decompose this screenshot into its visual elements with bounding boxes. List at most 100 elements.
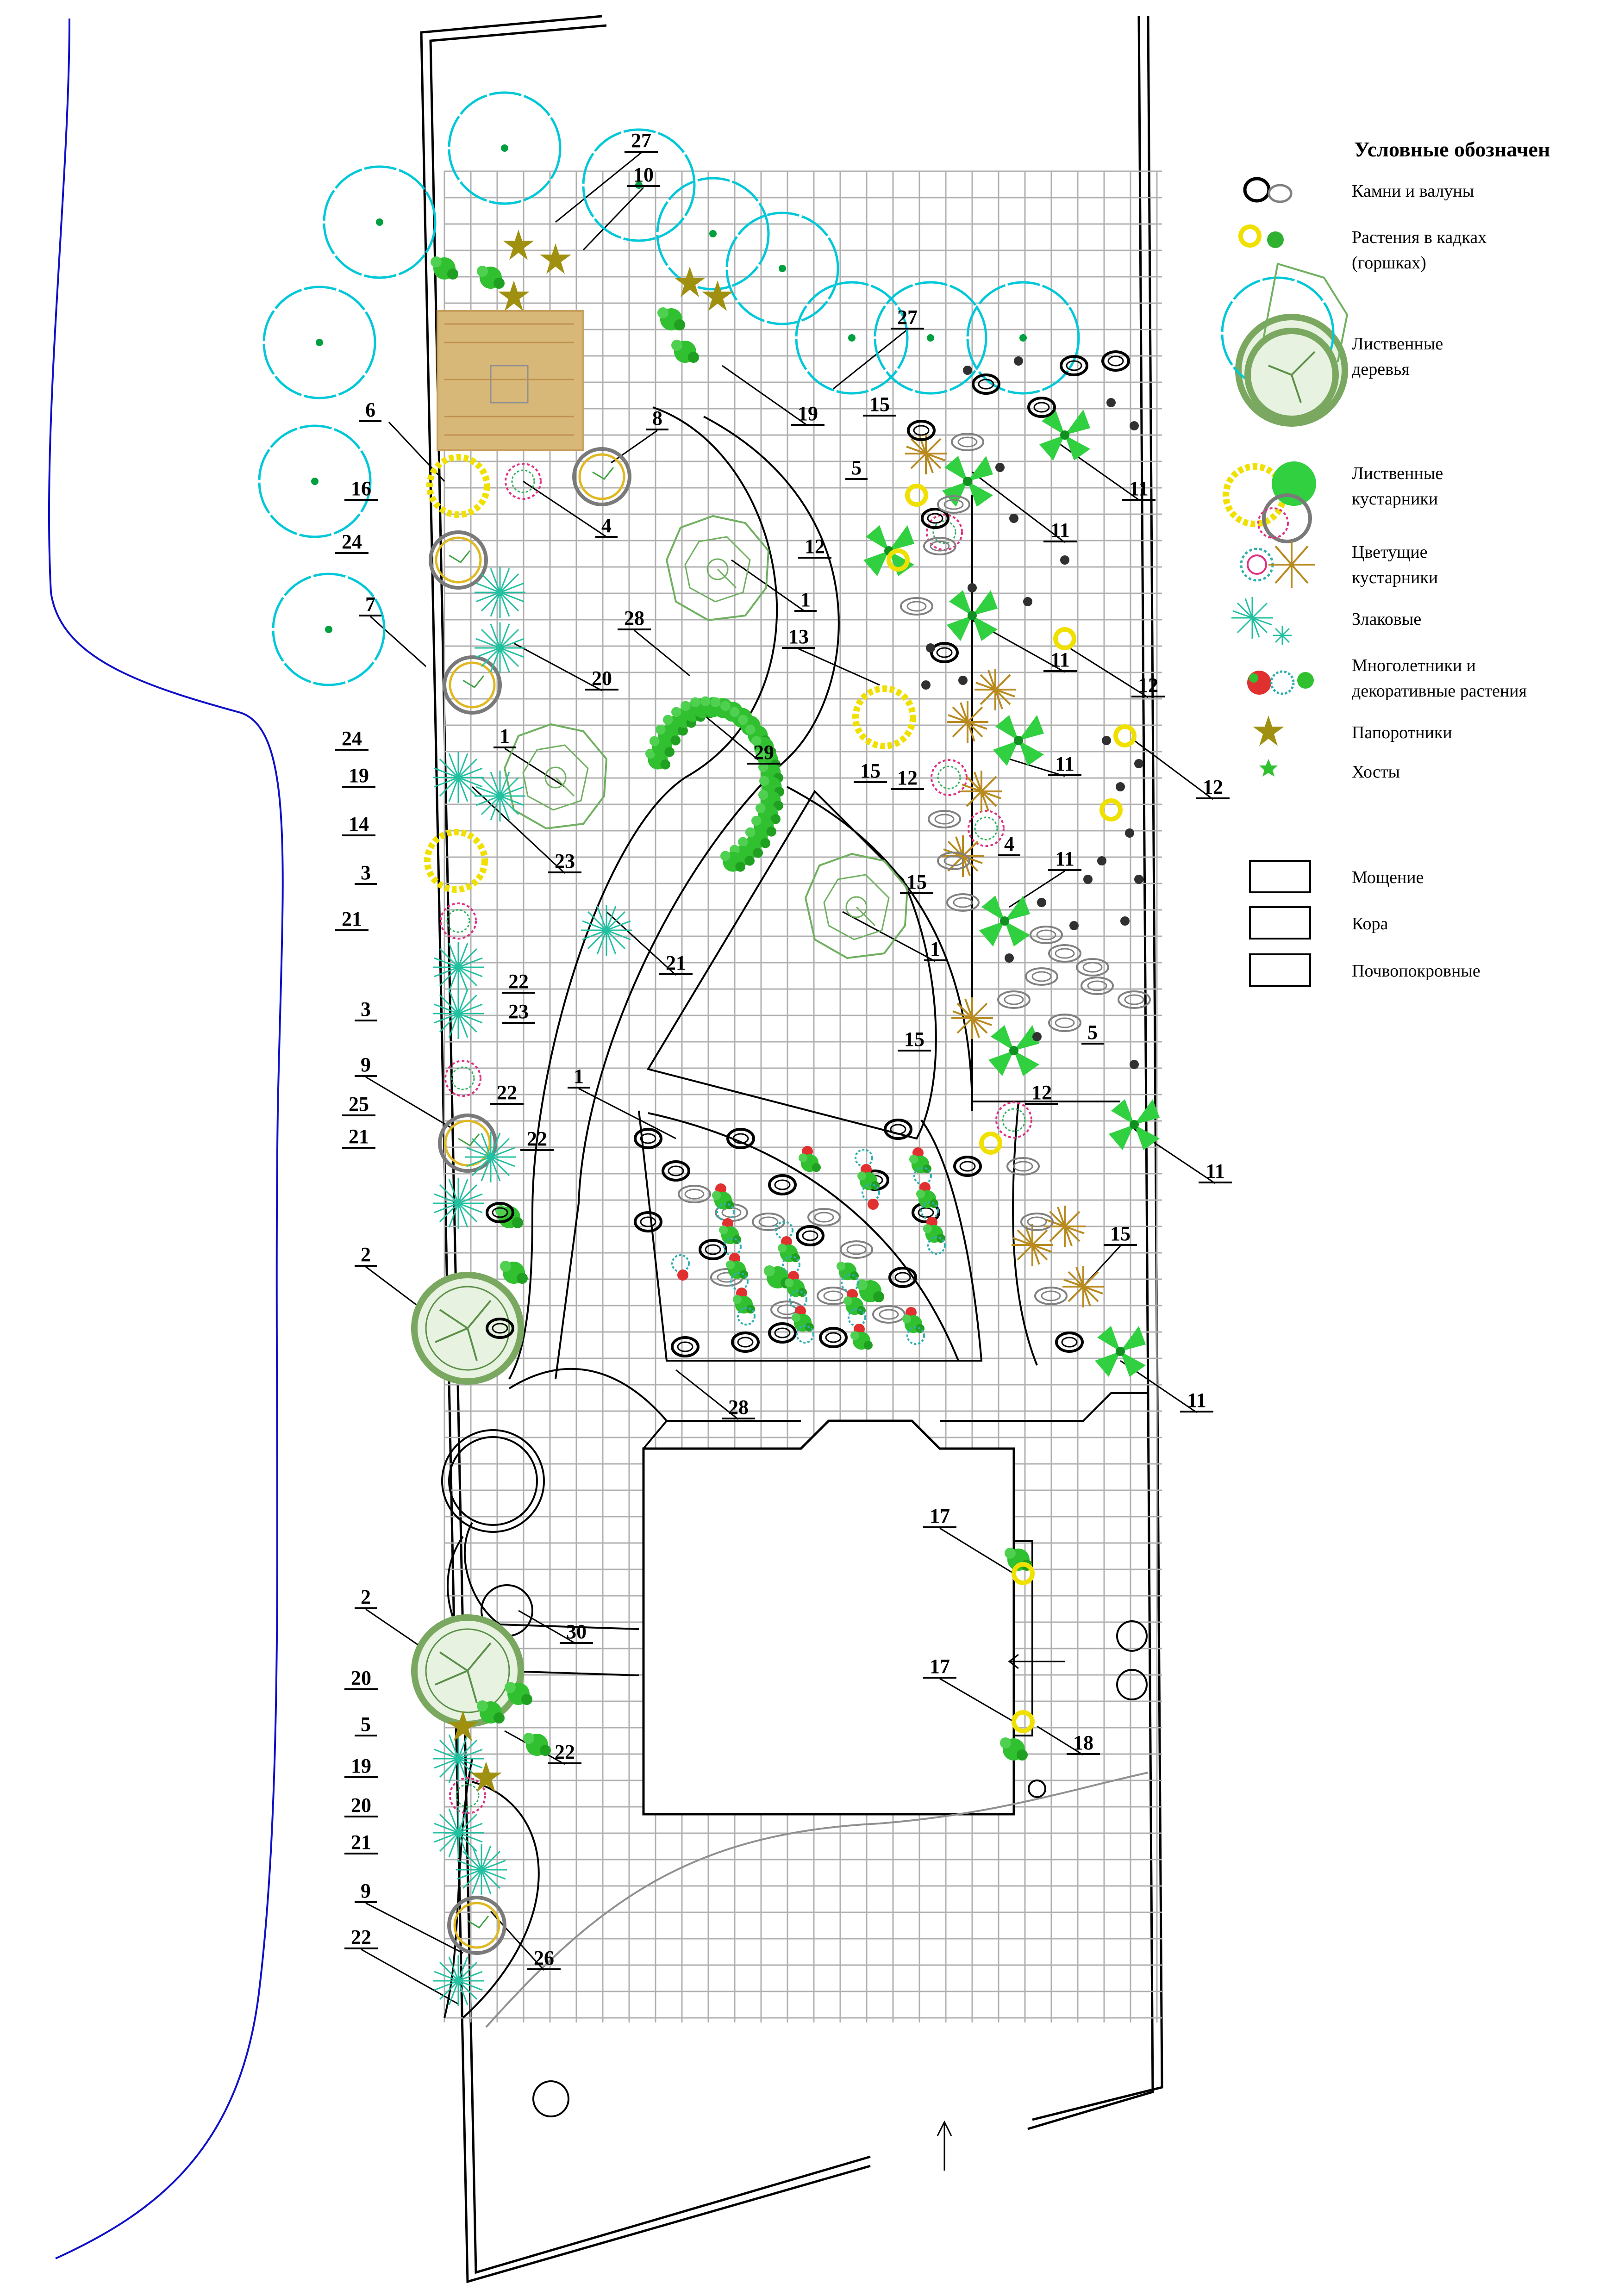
plant-number-label: 25 <box>342 1093 375 1116</box>
plant-number-label: 22 <box>490 1081 524 1105</box>
plant-number-label: 19 <box>791 402 824 426</box>
plant-number: 29 <box>754 741 774 764</box>
plant-number-label: 15 <box>898 1028 931 1052</box>
stone-icon <box>700 1240 726 1259</box>
plant-number: 11 <box>1187 1389 1206 1412</box>
stone-icon <box>1048 1014 1081 1032</box>
plant-number-label: 22 <box>502 970 535 994</box>
stone-icon <box>1048 944 1081 963</box>
legend-label-ferns: Папоротники <box>1352 723 1452 742</box>
plant-number-label: 19 <box>344 1755 378 1778</box>
plant-number: 9 <box>361 1053 371 1076</box>
plant-number: 11 <box>1206 1160 1225 1182</box>
plant-number: 27 <box>631 129 651 152</box>
legend-label-trees: Лиственные <box>1352 334 1443 354</box>
plant-number-label: 11 <box>1122 477 1156 501</box>
plant-number-label: 7 <box>359 593 381 616</box>
plant-number-label: 1 <box>568 1065 590 1089</box>
stone-icon <box>1103 352 1129 370</box>
plant-number-label: 23 <box>502 1000 535 1024</box>
stone-icon <box>1102 736 1111 745</box>
legend-label-stones: Камни и валуны <box>1352 181 1474 201</box>
hosta-icon <box>671 340 699 363</box>
deciduous-tree-icon <box>968 282 1079 393</box>
stone-icon <box>1125 828 1134 838</box>
deciduous-tree-icon <box>273 574 384 685</box>
perennial-icon <box>855 1149 873 1167</box>
fern-icon <box>503 230 534 260</box>
plant-number-label: 11 <box>1048 847 1081 871</box>
plant-number-label: 28 <box>722 1396 755 1419</box>
plant-number: 15 <box>906 871 927 893</box>
flowering-shrub-icon <box>1062 1265 1105 1308</box>
plant-number: 11 <box>1050 648 1070 671</box>
deciduous-tree-icon <box>657 178 768 289</box>
fern-icon <box>540 243 571 274</box>
plant-number-label: 12 <box>1196 776 1230 799</box>
stone-icon <box>995 463 1005 472</box>
perennial-icon <box>902 1314 924 1333</box>
perennial-icon <box>863 525 914 576</box>
plant-number-label: 18 <box>1067 1731 1100 1755</box>
plant-number: 11 <box>1129 477 1149 500</box>
plant-number-label: 11 <box>1043 519 1077 542</box>
deciduous-tree-icon <box>875 282 986 393</box>
plant-number: 10 <box>633 163 654 186</box>
deciduous-tree-icon <box>414 1275 521 1381</box>
plant-number: 28 <box>624 607 644 629</box>
plant-number: 2 <box>361 1586 371 1608</box>
plant-number-label: 12 <box>798 535 831 559</box>
plant-number-label: 24 <box>335 727 369 751</box>
plant-number: 15 <box>1110 1222 1131 1245</box>
plant-number-label: 20 <box>585 667 618 691</box>
plant-number-label: 29 <box>747 741 781 765</box>
plant-number-label: 22 <box>344 1926 378 1949</box>
flowering-shrub-icon <box>941 834 985 878</box>
round-features <box>532 1620 1148 2117</box>
stone-icon <box>1120 916 1130 926</box>
perennial-icon <box>1109 1099 1160 1150</box>
plant-number-label: 30 <box>560 1620 593 1644</box>
plant-number-label: 5 <box>1081 1021 1104 1045</box>
hosta-icon <box>1259 759 1278 777</box>
plant-number: 12 <box>805 535 825 558</box>
stone-icon <box>1009 514 1018 523</box>
stone-icon <box>1037 898 1046 907</box>
plant-number: 3 <box>361 998 371 1020</box>
plant-number: 22 <box>497 1081 517 1104</box>
stone-icon <box>1025 967 1058 986</box>
stone-icon <box>769 1324 795 1342</box>
arbor-square <box>437 310 584 451</box>
garden-paths <box>441 406 1120 2019</box>
stone-icon <box>921 680 931 690</box>
stone-icon <box>1056 1333 1082 1351</box>
plant-number-label: 4 <box>595 514 618 538</box>
perennial-icon <box>1095 1326 1146 1377</box>
bark-swatch <box>1249 906 1311 940</box>
plant-number-label: 20 <box>344 1667 378 1690</box>
flowering-shrub-icon <box>946 700 989 744</box>
plant-number: 15 <box>869 393 890 416</box>
plant-number: 20 <box>592 667 612 690</box>
plant-number-label: 15 <box>854 759 887 783</box>
potted-plant-icon <box>981 1134 1000 1152</box>
stone-icon <box>928 810 961 828</box>
stone-icon <box>1020 1213 1054 1231</box>
stone-icon <box>752 1213 785 1231</box>
plant-number: 9 <box>361 1879 371 1902</box>
plant-number-label: 15 <box>900 871 933 894</box>
hosta-icon <box>657 307 685 330</box>
fern-icon <box>674 267 706 297</box>
plant-number-label: 28 <box>618 607 651 630</box>
plant-number-label: 15 <box>863 393 896 417</box>
plant-number-label: 19 <box>342 764 375 788</box>
stone-icon <box>672 1338 698 1356</box>
plant-number: 25 <box>349 1093 369 1115</box>
deciduous-tree-icon <box>449 93 560 204</box>
stone-icon <box>1097 856 1106 865</box>
grass-icon <box>455 1843 508 1896</box>
flowering-shrub-icon <box>1240 541 1315 588</box>
stone-icon <box>946 893 980 912</box>
legend-label-trees-2: деревья <box>1352 360 1410 379</box>
plant-number-label: 20 <box>344 1794 378 1817</box>
